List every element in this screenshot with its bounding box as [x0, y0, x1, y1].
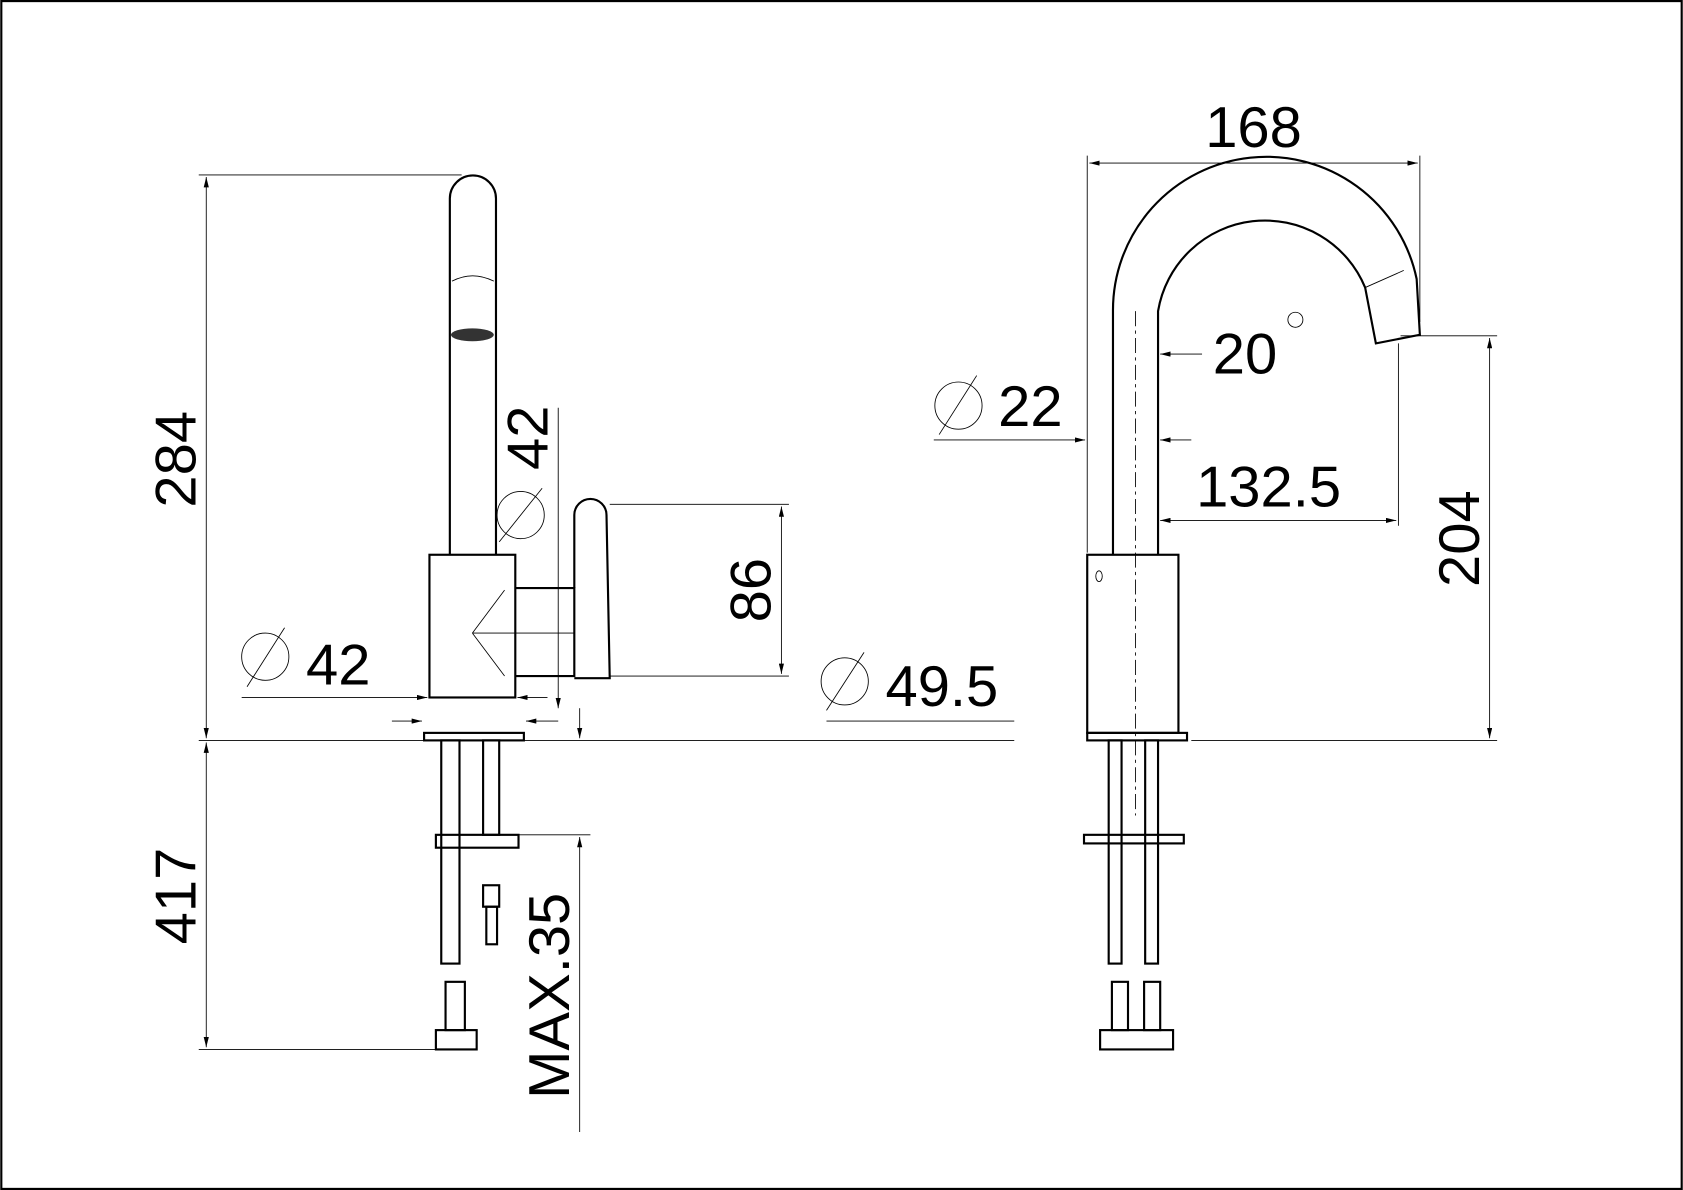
dim-height-total: 284	[145, 411, 209, 508]
dim-tube-diameter: 22	[998, 375, 1062, 439]
dim-max-deck-thickness: MAX.35	[518, 893, 582, 1099]
degree-symbol	[1287, 311, 1304, 328]
side-view-dimensions: 284 417 86 42 42 49.5 MAX.35	[145, 174, 1015, 1133]
dim-lever-height: 86	[720, 558, 784, 622]
dim-body-diameter: 42	[306, 634, 370, 698]
front-view-dimensions: 168 20 22 132.5 204	[933, 96, 1498, 741]
dim-reach-total: 168	[1205, 96, 1302, 160]
dim-reach-outlet: 132.5	[1196, 455, 1341, 519]
dim-spout-angle: 20	[1213, 322, 1277, 386]
dim-shank-length: 417	[145, 848, 209, 945]
dim-spout-diameter: 42	[496, 406, 560, 470]
dim-base-diameter: 49.5	[885, 655, 998, 719]
dim-outlet-height: 204	[1428, 490, 1492, 587]
front-view-faucet	[1082, 155, 1421, 1051]
